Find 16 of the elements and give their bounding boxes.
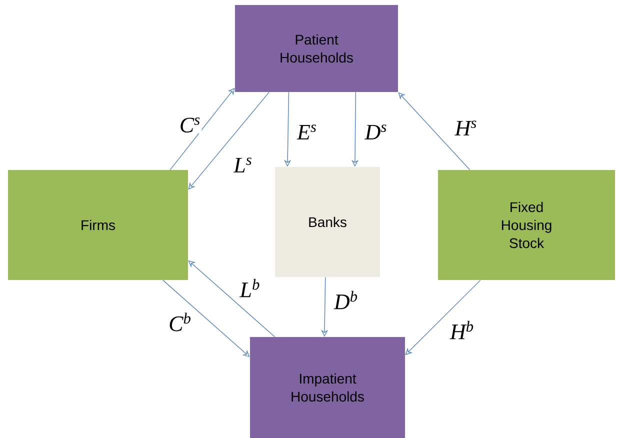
- process-box: Fixed Housing Stock: [438, 170, 615, 280]
- edge-label: D$^{b}$: [332, 290, 360, 310]
- process-box: Banks: [275, 166, 380, 277]
- edge-label: E$^{s}$: [296, 124, 318, 140]
- process-box: Patient Households: [235, 5, 398, 92]
- process-box: Firms: [8, 170, 188, 280]
- edge-label: D$^{s}$: [364, 124, 388, 140]
- edge-label: C$^{s}$: [178, 116, 202, 134]
- arrow: [398, 92, 470, 170]
- arrow: [188, 260, 276, 338]
- edge-label: H$^{b}$: [448, 320, 476, 340]
- edge-label: H$^{s}$: [454, 120, 478, 136]
- process-box: Impatient Households: [250, 336, 405, 438]
- edge-label: L$^{b}$: [238, 278, 262, 298]
- edge-label: C$^{b}$: [168, 312, 192, 332]
- edge-label: L$^{s}$: [232, 156, 254, 174]
